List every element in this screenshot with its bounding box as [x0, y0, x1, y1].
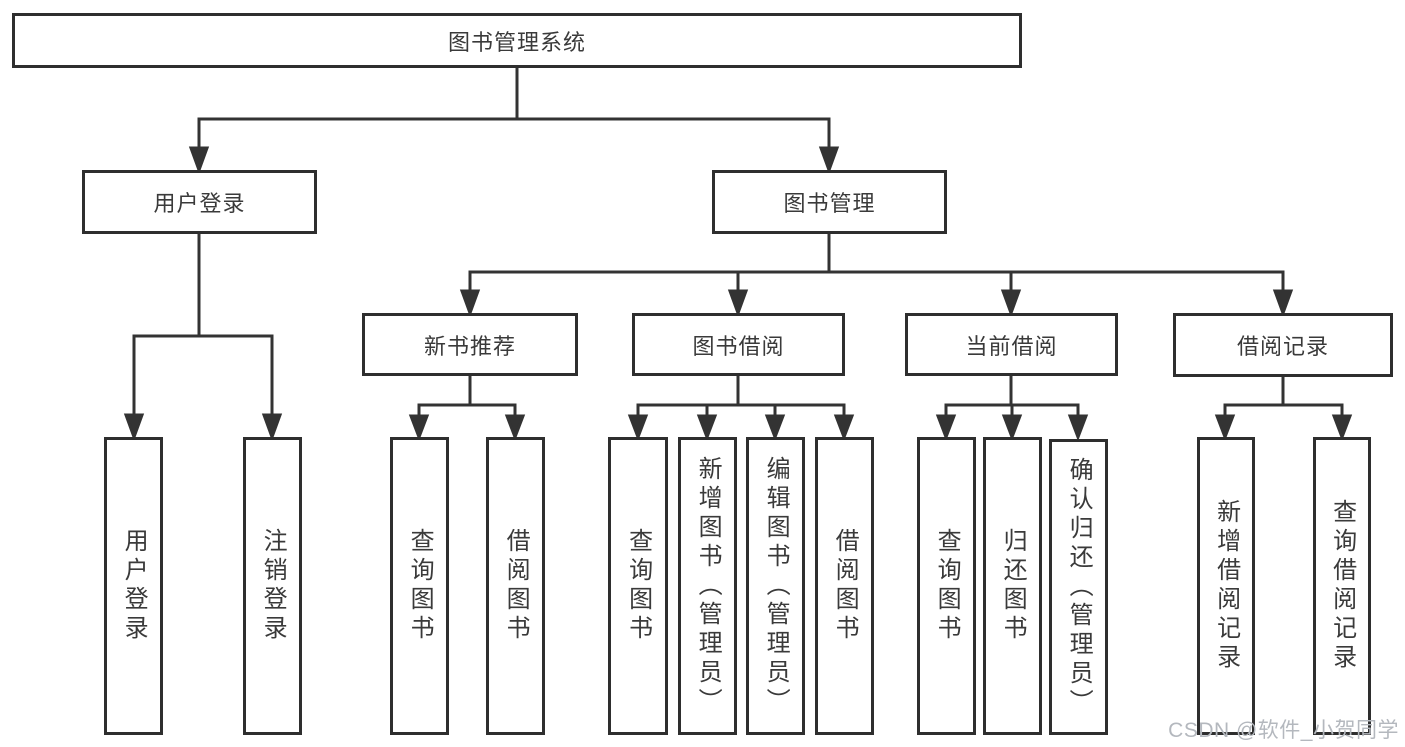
leaf-borrow-books: 借阅图书 — [815, 437, 874, 735]
arrow-down-icon — [727, 289, 749, 318]
node-library-system: 图书管理系统 — [12, 13, 1022, 68]
arrow-down-icon — [696, 414, 718, 442]
arrow-down-icon — [1067, 414, 1089, 442]
arrow-down-icon — [818, 146, 840, 175]
arrow-down-icon — [459, 289, 481, 318]
arrow-down-icon — [188, 146, 210, 175]
connector-book-borrow — [627, 376, 855, 442]
leaf-edit-book-admin: 编辑图书（管理员） — [746, 437, 805, 735]
connector-book-management — [459, 234, 1294, 318]
arrow-down-icon — [261, 413, 283, 442]
node-book-management: 图书管理 — [712, 170, 947, 234]
leaf-add-book-admin: 新增图书（管理员） — [678, 437, 737, 735]
leaf-user-login: 用户登录 — [104, 437, 163, 735]
arrow-down-icon — [935, 414, 957, 442]
arrow-down-icon — [1272, 289, 1294, 318]
leaf-return-book: 归还图书 — [983, 437, 1042, 735]
arrow-down-icon — [504, 414, 526, 442]
leaf-query-books-borrow: 查询图书 — [608, 437, 668, 735]
connector-current-borrow — [935, 376, 1089, 442]
node-user-login: 用户登录 — [82, 170, 317, 234]
leaf-add-borrow-record: 新增借阅记录 — [1197, 437, 1255, 735]
leaf-logout: 注销登录 — [243, 437, 302, 735]
arrow-down-icon — [408, 414, 430, 442]
csdn-watermark: CSDN @软件_小贺同学 — [1168, 719, 1399, 742]
arrow-down-icon — [833, 414, 855, 442]
leaf-borrow-books-recommend: 借阅图书 — [486, 437, 545, 735]
arrow-down-icon — [627, 414, 649, 442]
arrow-down-icon — [1000, 289, 1022, 318]
connector-user-login — [123, 234, 283, 442]
leaf-confirm-return-admin: 确认归还（管理员） — [1049, 439, 1108, 735]
node-current-borrow: 当前借阅 — [905, 313, 1118, 376]
arrow-down-icon — [1214, 414, 1236, 442]
node-borrow-records: 借阅记录 — [1173, 313, 1393, 377]
connector-root — [188, 68, 840, 175]
node-new-book-recommend: 新书推荐 — [362, 313, 578, 376]
leaf-query-books-recommend: 查询图书 — [390, 437, 449, 735]
node-book-borrow: 图书借阅 — [632, 313, 845, 376]
arrow-down-icon — [123, 413, 145, 442]
connector-new-book-rec — [408, 376, 526, 442]
arrow-down-icon — [1001, 414, 1023, 442]
leaf-query-books-current: 查询图书 — [917, 437, 976, 735]
arrow-down-icon — [764, 414, 786, 442]
leaf-query-borrow-record: 查询借阅记录 — [1313, 437, 1371, 735]
connector-borrow-records — [1214, 377, 1353, 442]
arrow-down-icon — [1331, 414, 1353, 442]
